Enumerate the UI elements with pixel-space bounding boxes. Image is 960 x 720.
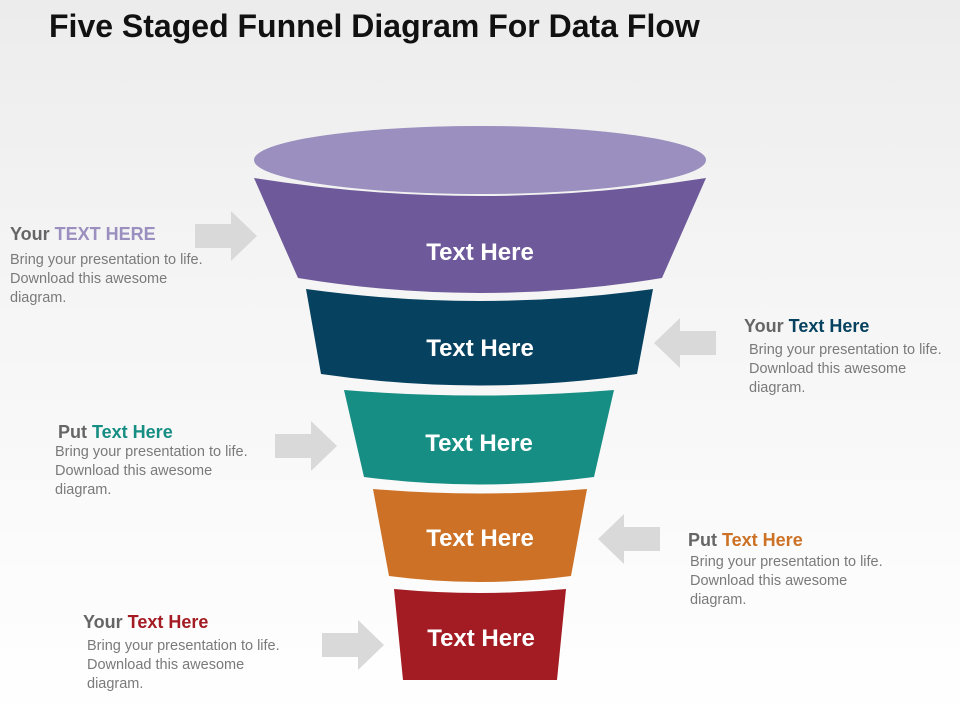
callout-heading-accent: TEXT HERE — [54, 224, 156, 244]
arrow-left-icon — [654, 318, 716, 368]
callout-heading-lead: Your — [10, 224, 50, 244]
arrow-right-icon — [275, 421, 337, 471]
callout-heading-accent: Text Here — [722, 530, 803, 550]
funnel-stage-3: Text Here — [344, 390, 614, 485]
funnel-stage-5-shape — [394, 589, 566, 680]
callout-heading-lead: Your — [83, 612, 123, 632]
callout-heading-accent: Text Here — [92, 422, 173, 442]
funnel-stage-3-shape — [344, 390, 614, 485]
callout-heading-accent: Text Here — [788, 316, 870, 336]
callout-description: Bring your presentation to life. Downloa… — [55, 444, 248, 498]
page-title: Five Staged Funnel Diagram For Data Flow — [49, 8, 700, 44]
callout-description: Bring your presentation to life. Downloa… — [690, 554, 883, 608]
arrow-right-icon — [322, 620, 384, 670]
funnel-stage-2: Text Here — [306, 289, 653, 386]
callout-description: Bring your presentation to life. Downloa… — [749, 342, 942, 396]
funnel-stage-2-label: Text Here — [426, 335, 534, 362]
callout-description: Bring your presentation to life. Downloa… — [10, 252, 203, 306]
funnel-stage-5: Text Here — [394, 589, 566, 680]
funnel-stage-1-label: Text Here — [426, 239, 534, 266]
callout-heading-lead: Put — [58, 422, 87, 442]
funnel-stage-5-label: Text Here — [427, 625, 535, 652]
callout-heading-lead: Your — [744, 316, 784, 336]
funnel-top-ellipse — [254, 126, 706, 194]
funnel-stage-2-shape — [306, 289, 653, 386]
funnel-stage-1: Text Here — [254, 178, 706, 293]
arrow-left-icon — [598, 514, 660, 564]
funnel-stage-4: Text Here — [373, 489, 587, 582]
funnel-stage-4-shape — [373, 489, 587, 582]
callout-heading-lead: Put — [688, 530, 717, 550]
funnel-stage-4-label: Text Here — [426, 525, 534, 552]
callout-heading-accent: Text Here — [127, 612, 209, 632]
callout-description: Bring your presentation to life. Downloa… — [87, 638, 280, 692]
funnel-stage-1-shape — [254, 178, 706, 293]
arrow-right-icon — [195, 211, 257, 261]
funnel-stage-3-label: Text Here — [425, 430, 533, 457]
